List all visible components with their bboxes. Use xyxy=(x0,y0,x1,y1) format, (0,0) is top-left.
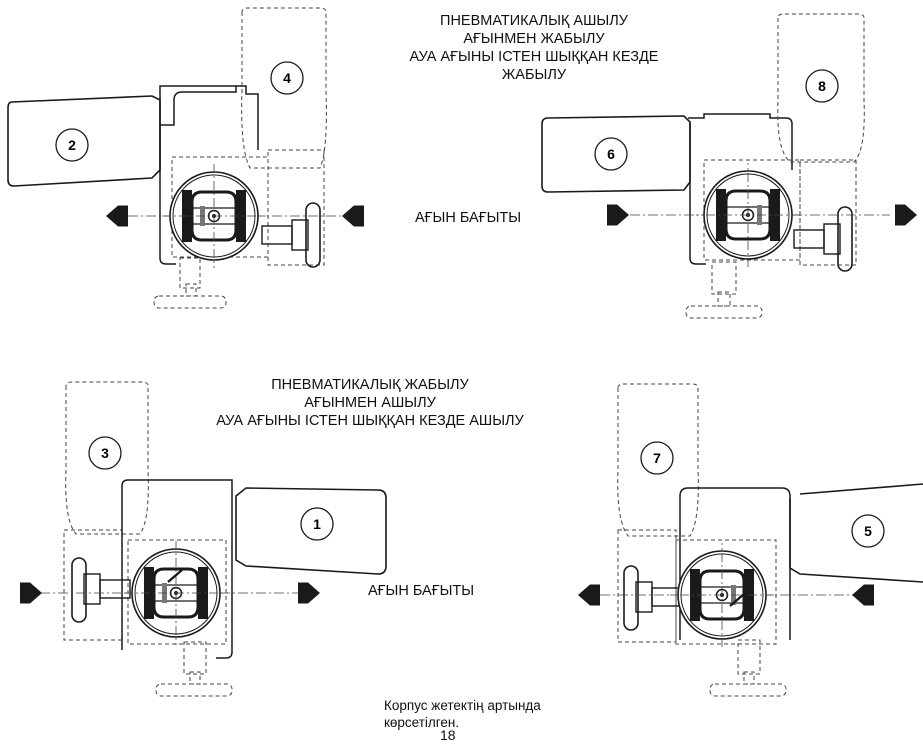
bottom-caption-line: АУА АҒЫНЫ ІСТЕН ШЫҚҚАН КЕЗДЕ АШЫЛУ xyxy=(216,413,524,429)
flow-arrow-icon xyxy=(106,205,128,227)
flow-arrow-icon xyxy=(895,204,917,226)
top-caption-line: ЖАБЫЛУ xyxy=(501,67,567,83)
flow-arrow-icon xyxy=(342,205,364,227)
page-number: 18 xyxy=(440,727,456,743)
bottom-caption: ПНЕВМАТИКАЛЫҚ ЖАБЫЛУ АҒЫНМЕН АШЫЛУ АУА А… xyxy=(216,376,524,430)
flow-arrow-icon xyxy=(20,582,42,604)
bottom-left-valve-assembly xyxy=(20,381,387,697)
position-number: 3 xyxy=(101,445,109,461)
flow-arrow-icon xyxy=(298,582,320,604)
position-number: 7 xyxy=(653,450,661,466)
bottom-caption-line: ПНЕВМАТИКАЛЫҚ ЖАБЫЛУ xyxy=(271,377,469,393)
position-number: 6 xyxy=(607,146,615,162)
position-bubble-5: 5 xyxy=(851,514,885,548)
bottom-caption-line: АҒЫНМЕН АШЫЛУ xyxy=(304,395,436,411)
top-left-valve-assembly xyxy=(7,7,364,309)
note-line: Корпус жетектің артында xyxy=(384,698,541,713)
position-bubbles: 2 4 6 8 3 1 7 5 xyxy=(55,61,885,548)
flow-arrow-icon xyxy=(852,584,874,606)
position-bubble-6: 6 xyxy=(594,137,628,171)
position-bubble-7: 7 xyxy=(640,441,674,475)
position-number: 2 xyxy=(68,137,76,153)
position-bubble-3: 3 xyxy=(88,436,122,470)
position-number: 5 xyxy=(864,523,872,539)
position-bubble-8: 8 xyxy=(805,69,839,103)
top-caption-line: АҒЫНМЕН ЖАБЫЛУ xyxy=(463,31,605,47)
note-line: көрсетілген. xyxy=(384,715,460,730)
top-caption-line: АУА АҒЫНЫ ІСТЕН ШЫҚҚАН КЕЗДЕ xyxy=(409,49,659,65)
flow-direction-label: АҒЫН БАҒЫТЫ xyxy=(368,583,475,599)
position-bubble-1: 1 xyxy=(300,507,334,541)
position-number: 8 xyxy=(818,78,826,94)
flow-arrow-icon xyxy=(607,204,629,226)
position-bubble-4: 4 xyxy=(270,61,304,95)
position-number: 4 xyxy=(283,70,291,86)
top-right-valve-assembly xyxy=(541,13,917,319)
top-caption-line: ПНЕВМАТИКАЛЫҚ АШЫЛУ xyxy=(440,13,628,29)
position-number: 1 xyxy=(313,516,321,532)
flow-direction-label: АҒЫН БАҒЫТЫ xyxy=(415,210,522,226)
body-position-note: Корпус жетектің артында көрсетілген. xyxy=(384,697,541,731)
top-caption: ПНЕВМАТИКАЛЫҚ АШЫЛУ АҒЫНМЕН ЖАБЫЛУ АУА А… xyxy=(410,12,659,84)
bottom-right-valve-assembly xyxy=(578,383,923,697)
position-bubble-2: 2 xyxy=(55,128,89,162)
flow-arrow-icon xyxy=(578,584,600,606)
